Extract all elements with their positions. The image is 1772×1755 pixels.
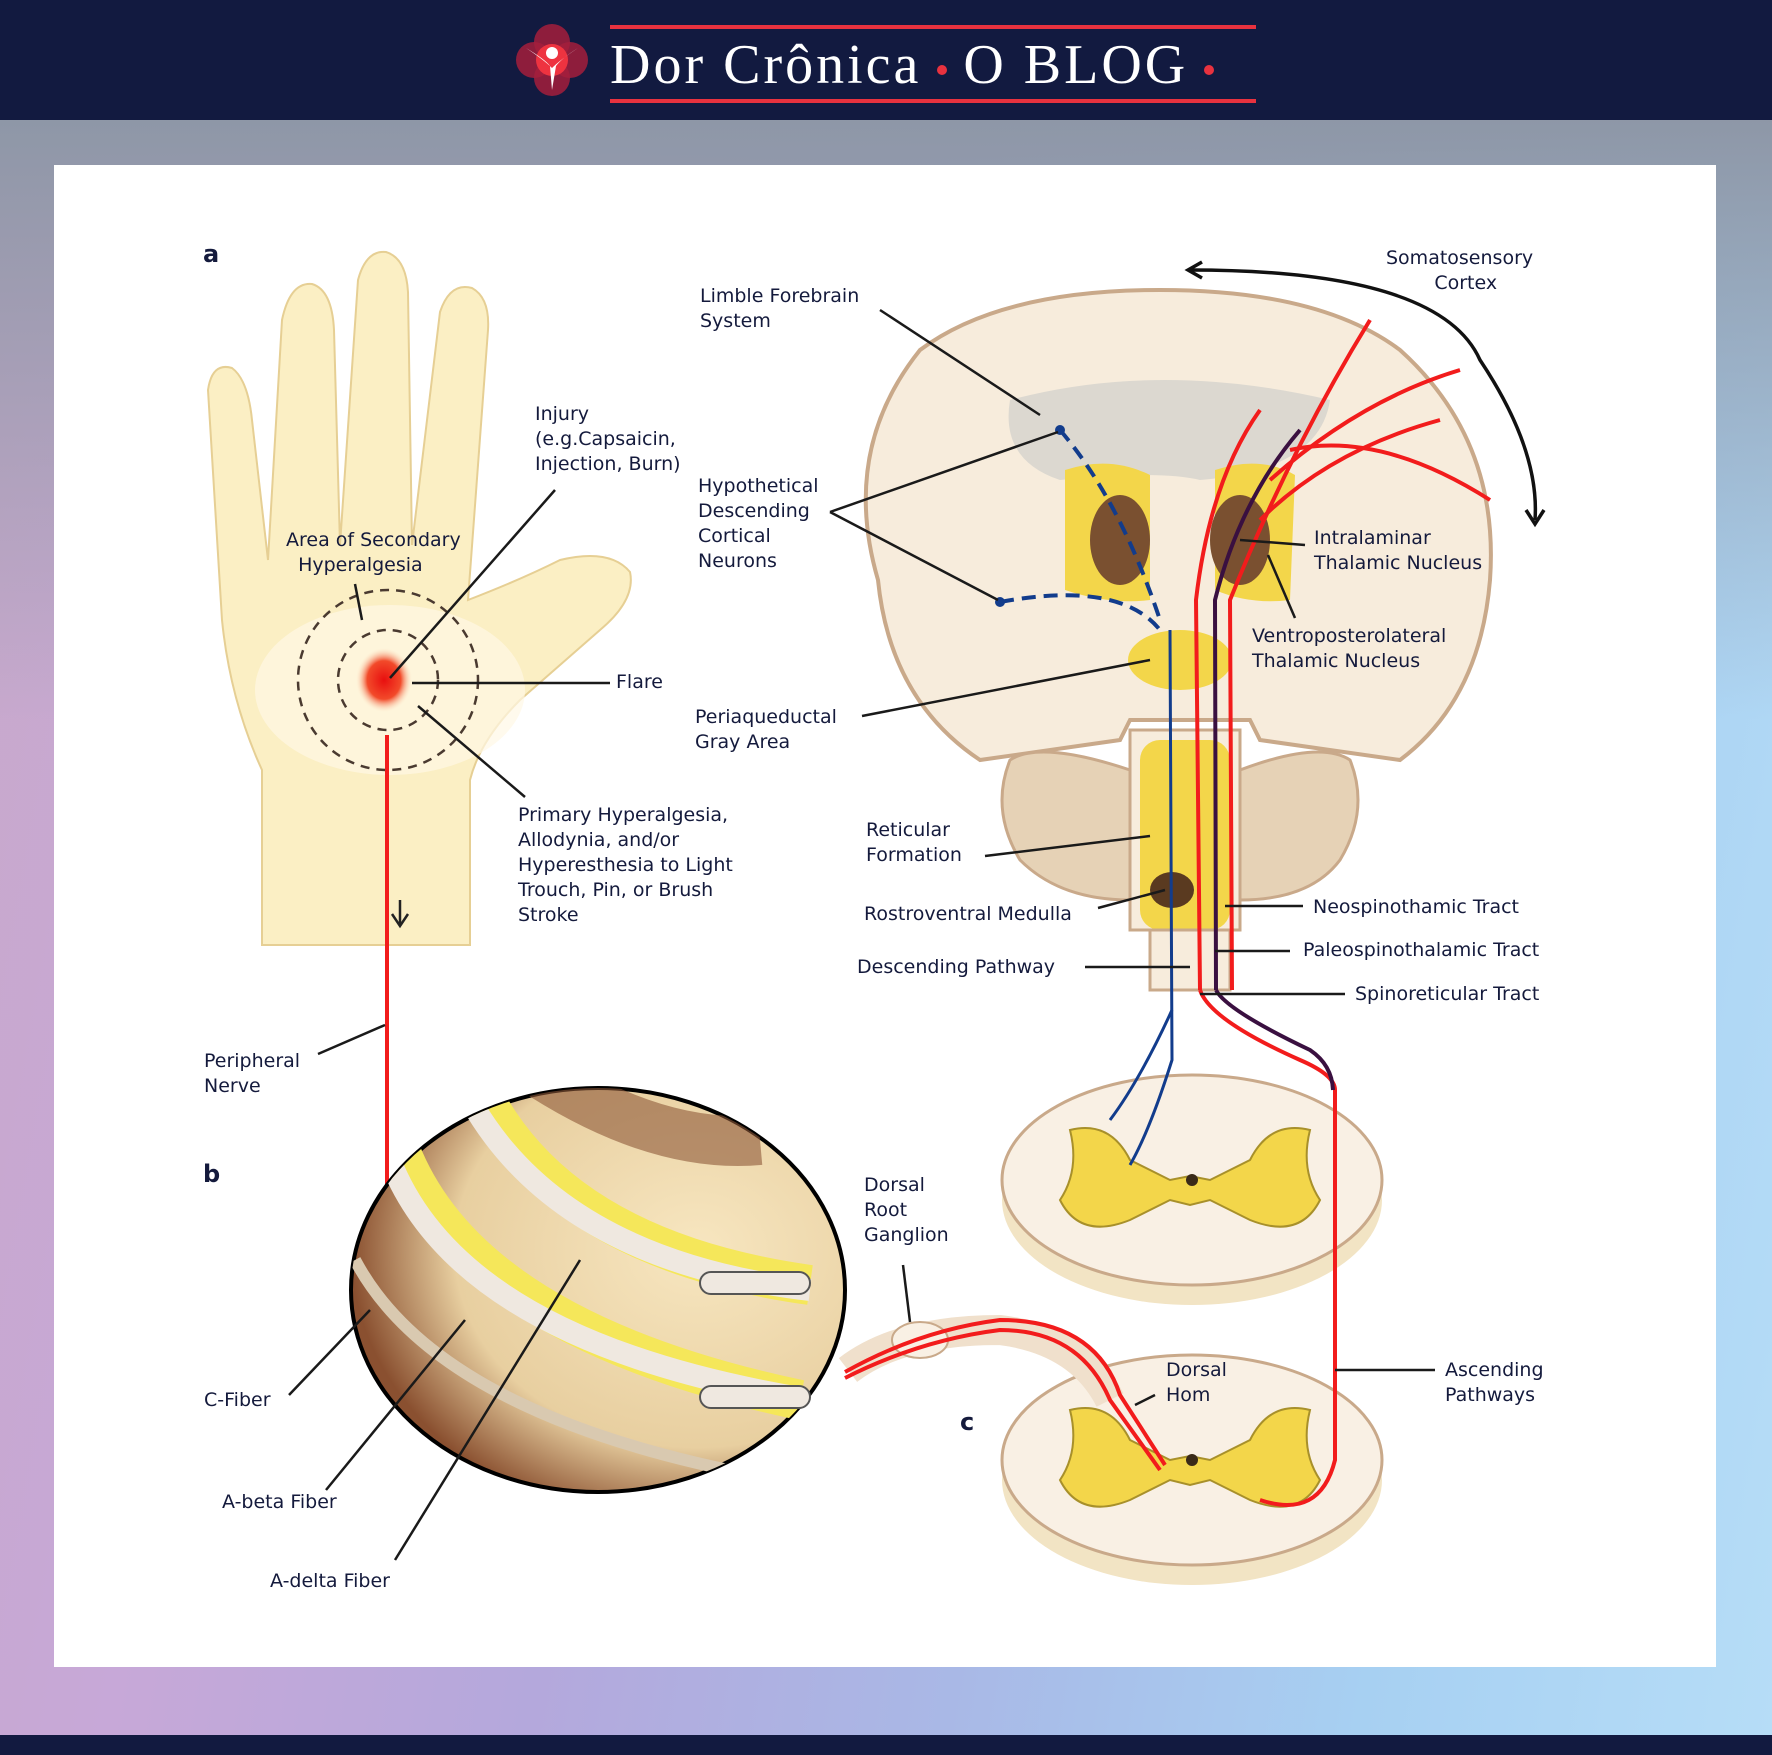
brand-title[interactable]: Dor Crônica O BLOG xyxy=(610,25,1256,103)
somatosensory-arrow xyxy=(1189,268,1538,521)
label-a-beta-fiber: A-beta Fiber xyxy=(222,1491,337,1513)
label-periaqueductal: Periaqueductal Gray Area xyxy=(695,706,837,753)
brain-cross-section xyxy=(863,287,1493,992)
site-header: Dor Crônica O BLOG xyxy=(0,0,1772,120)
label-flare: Flare xyxy=(616,671,663,693)
nerve-fiber-magnification xyxy=(349,1086,847,1494)
leader-lines-hand xyxy=(317,489,610,1056)
section-label-a: a xyxy=(203,240,220,268)
section-label-c: c xyxy=(960,1408,975,1436)
descending-pathway-lines xyxy=(995,425,1174,1166)
label-a-delta-fiber: A-delta Fiber xyxy=(270,1570,390,1592)
label-ascending-pathways: Ascending Pathways xyxy=(1445,1359,1544,1406)
leader-lines-brain xyxy=(829,308,1435,1407)
heart-person-logo-icon[interactable] xyxy=(512,20,592,100)
label-limbic-forebrain: Limble Forebrain System xyxy=(700,285,860,332)
label-neospinothalamic: Neospinothamic Tract xyxy=(1313,896,1520,918)
ascending-pathway-lines xyxy=(844,318,1492,1507)
section-label-b: b xyxy=(203,1160,221,1188)
hand-illustration xyxy=(206,250,632,1215)
label-somatosensory-cortex: Somatosensory Cortex xyxy=(1386,247,1534,294)
label-peripheral-nerve: Peripheral Nerve xyxy=(204,1050,301,1097)
arrow-head-icon xyxy=(1524,509,1546,528)
flare-spot xyxy=(356,648,412,712)
label-c-fiber: C-Fiber xyxy=(204,1389,271,1411)
brand-name: Dor Crônica xyxy=(610,34,922,96)
site-footer xyxy=(0,1735,1772,1755)
label-dorsal-root-ganglion: Dorsal Root Ganglion xyxy=(864,1174,949,1246)
bullet-dot-icon xyxy=(937,65,948,76)
label-reticular-formation: Reticular Formation xyxy=(866,819,962,866)
label-hypothetical-descending: Hypothetical Descending Cortical Neurons xyxy=(698,475,819,572)
label-spinoreticular: Spinoreticular Tract xyxy=(1355,983,1540,1005)
arrow-head-icon xyxy=(1184,260,1203,280)
label-ventroposterolateral: Ventroposterolateral Thalamic Nucleus xyxy=(1252,625,1447,672)
label-paleospinothalamic: Paleospinothalamic Tract xyxy=(1303,939,1540,961)
bullet-dot-icon xyxy=(1204,65,1215,76)
label-primary-hyperalgesia: Primary Hyperalgesia, Allodynia, and/or … xyxy=(518,804,733,926)
label-secondary-hyperalgesia: Area of Secondary Hyperalgesia xyxy=(286,529,461,576)
label-descending-pathway: Descending Pathway xyxy=(857,956,1056,978)
label-injury: Injury (e.g.Capsaicin, Injection, Burn) xyxy=(535,403,681,475)
label-intralaminar: Intralaminar Thalamic Nucleus xyxy=(1314,527,1483,574)
spinal-cord-lower xyxy=(838,1314,1384,1585)
brand-suffix: O BLOG xyxy=(963,34,1189,96)
spinal-cord-upper xyxy=(1000,1073,1384,1305)
down-arrow-head-icon xyxy=(390,913,410,929)
label-dorsal-horn: Dorsal Hom xyxy=(1166,1359,1227,1406)
leader-lines-fibers xyxy=(288,1259,582,1561)
label-rostroventral-medulla: Rostroventral Medulla xyxy=(864,903,1072,925)
